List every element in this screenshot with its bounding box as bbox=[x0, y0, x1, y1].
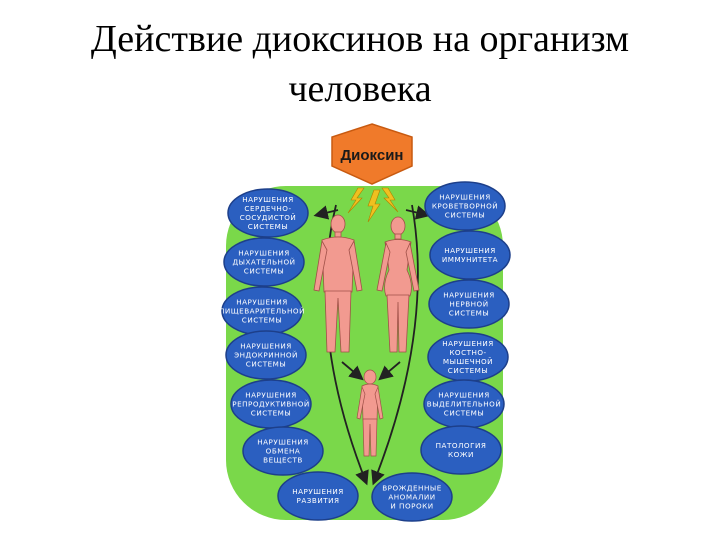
right-effect-text: СИСТЕМЫ bbox=[445, 211, 485, 220]
left-effect-text: СИСТЕМЫ bbox=[251, 409, 291, 418]
left-effect-text: РАЗВИТИЯ bbox=[297, 496, 340, 505]
right-effect-text: НАРУШЕНИЯ bbox=[444, 246, 496, 255]
right-effect-oval bbox=[428, 279, 510, 329]
right-effect-text: НАРУШЕНИЯ bbox=[442, 339, 494, 348]
left-effect-text: РЕПРОДУКТИВНОЙ bbox=[232, 400, 310, 409]
left-effect-oval bbox=[242, 426, 324, 476]
left-effect-text: ДЫХАТЕЛЬНОЙ bbox=[232, 258, 295, 267]
left-effect-oval bbox=[277, 471, 359, 521]
left-effect-text: СИСТЕМЫ bbox=[246, 360, 286, 369]
left-effect-oval bbox=[225, 330, 307, 380]
right-effect-oval bbox=[424, 181, 506, 231]
right-effect-text: КРОВЕТВОРНОЙ bbox=[432, 202, 498, 211]
left-effect-text: НАРУШЕНИЯ bbox=[245, 391, 297, 400]
right-effect-text: НАРУШЕНИЯ bbox=[443, 291, 495, 300]
left-effect-oval bbox=[227, 188, 309, 238]
left-effect-text: НАРУШЕНИЯ bbox=[238, 249, 290, 258]
right-effect-text: ИММУНИТЕТА bbox=[442, 255, 498, 264]
left-effect-text: ВЕЩЕСТВ bbox=[263, 456, 303, 465]
left-effect-text: НАРУШЕНИЯ bbox=[292, 487, 344, 496]
left-effect-text: ЭНДОКРИННОЙ bbox=[234, 351, 298, 360]
left-effect-text: СЕРДЕЧНО- bbox=[244, 204, 291, 213]
left-effects: НАРУШЕНИЯСЕРДЕЧНО-СОСУДИСТОЙСИСТЕМЫНАРУШ… bbox=[219, 188, 359, 521]
left-effect-text: ПИЩЕВАРИТЕЛЬНОЙ bbox=[219, 307, 305, 316]
female-figure bbox=[376, 216, 420, 353]
right-effects: НАРУШЕНИЯКРОВЕТВОРНОЙСИСТЕМЫНАРУШЕНИЯИММ… bbox=[371, 181, 511, 522]
child-figure bbox=[356, 369, 384, 457]
title-line-1: Действие диоксинов на организм bbox=[90, 18, 630, 60]
right-effect-oval bbox=[429, 230, 511, 280]
slide-title: Действие диоксинов на организм человека bbox=[0, 14, 720, 114]
right-effect-text: ПАТОЛОГИЯ bbox=[436, 441, 487, 450]
dioxin-label: Диоксин bbox=[340, 147, 403, 164]
right-effect-text: КОЖИ bbox=[448, 450, 474, 459]
left-effect-text: НАРУШЕНИЯ bbox=[257, 438, 309, 447]
right-effect-text: КОСТНО- bbox=[449, 348, 486, 357]
lightning-bolt-icon bbox=[347, 187, 399, 223]
right-effect-oval bbox=[371, 472, 453, 522]
right-effect-text: И ПОРОКИ bbox=[390, 502, 433, 511]
right-effect-oval bbox=[420, 425, 502, 475]
left-effect-text: НАРУШЕНИЯ bbox=[240, 342, 292, 351]
right-effect-text: СИСТЕМЫ bbox=[444, 409, 484, 418]
left-effect-text: СИСТЕМЫ bbox=[244, 267, 284, 276]
right-effect-text: СИСТЕМЫ bbox=[449, 309, 489, 318]
right-effect-text: ВРОЖДЕННЫЕ bbox=[382, 484, 442, 493]
right-effect-text: НЕРВНОЙ bbox=[449, 300, 488, 309]
left-effect-text: СИСТЕМЫ bbox=[242, 316, 282, 325]
connector-lines bbox=[313, 204, 431, 486]
left-effect-text: НАРУШЕНИЯ bbox=[236, 298, 288, 307]
left-effect-text: ОБМЕНА bbox=[266, 447, 301, 456]
right-effect-text: НАРУШЕНИЯ bbox=[439, 193, 491, 202]
right-effect-text: МЫШЕЧНОЙ bbox=[443, 357, 493, 366]
right-effect-text: АНОМАЛИИ bbox=[388, 493, 435, 502]
dioxin-badge: Диоксин bbox=[331, 123, 413, 185]
left-effect-text: СОСУДИСТОЙ bbox=[240, 213, 297, 222]
right-effect-text: ВЫДЕЛИТЕЛЬНОЙ bbox=[427, 400, 501, 409]
title-line-2: человека bbox=[288, 68, 432, 110]
right-effect-text: СИСТЕМЫ bbox=[448, 366, 488, 375]
right-effect-text: НАРУШЕНИЯ bbox=[438, 391, 490, 400]
left-effect-text: СИСТЕМЫ bbox=[248, 222, 288, 231]
left-effect-text: НАРУШЕНИЯ bbox=[242, 195, 294, 204]
male-figure bbox=[313, 214, 363, 353]
left-effect-oval bbox=[223, 237, 305, 287]
